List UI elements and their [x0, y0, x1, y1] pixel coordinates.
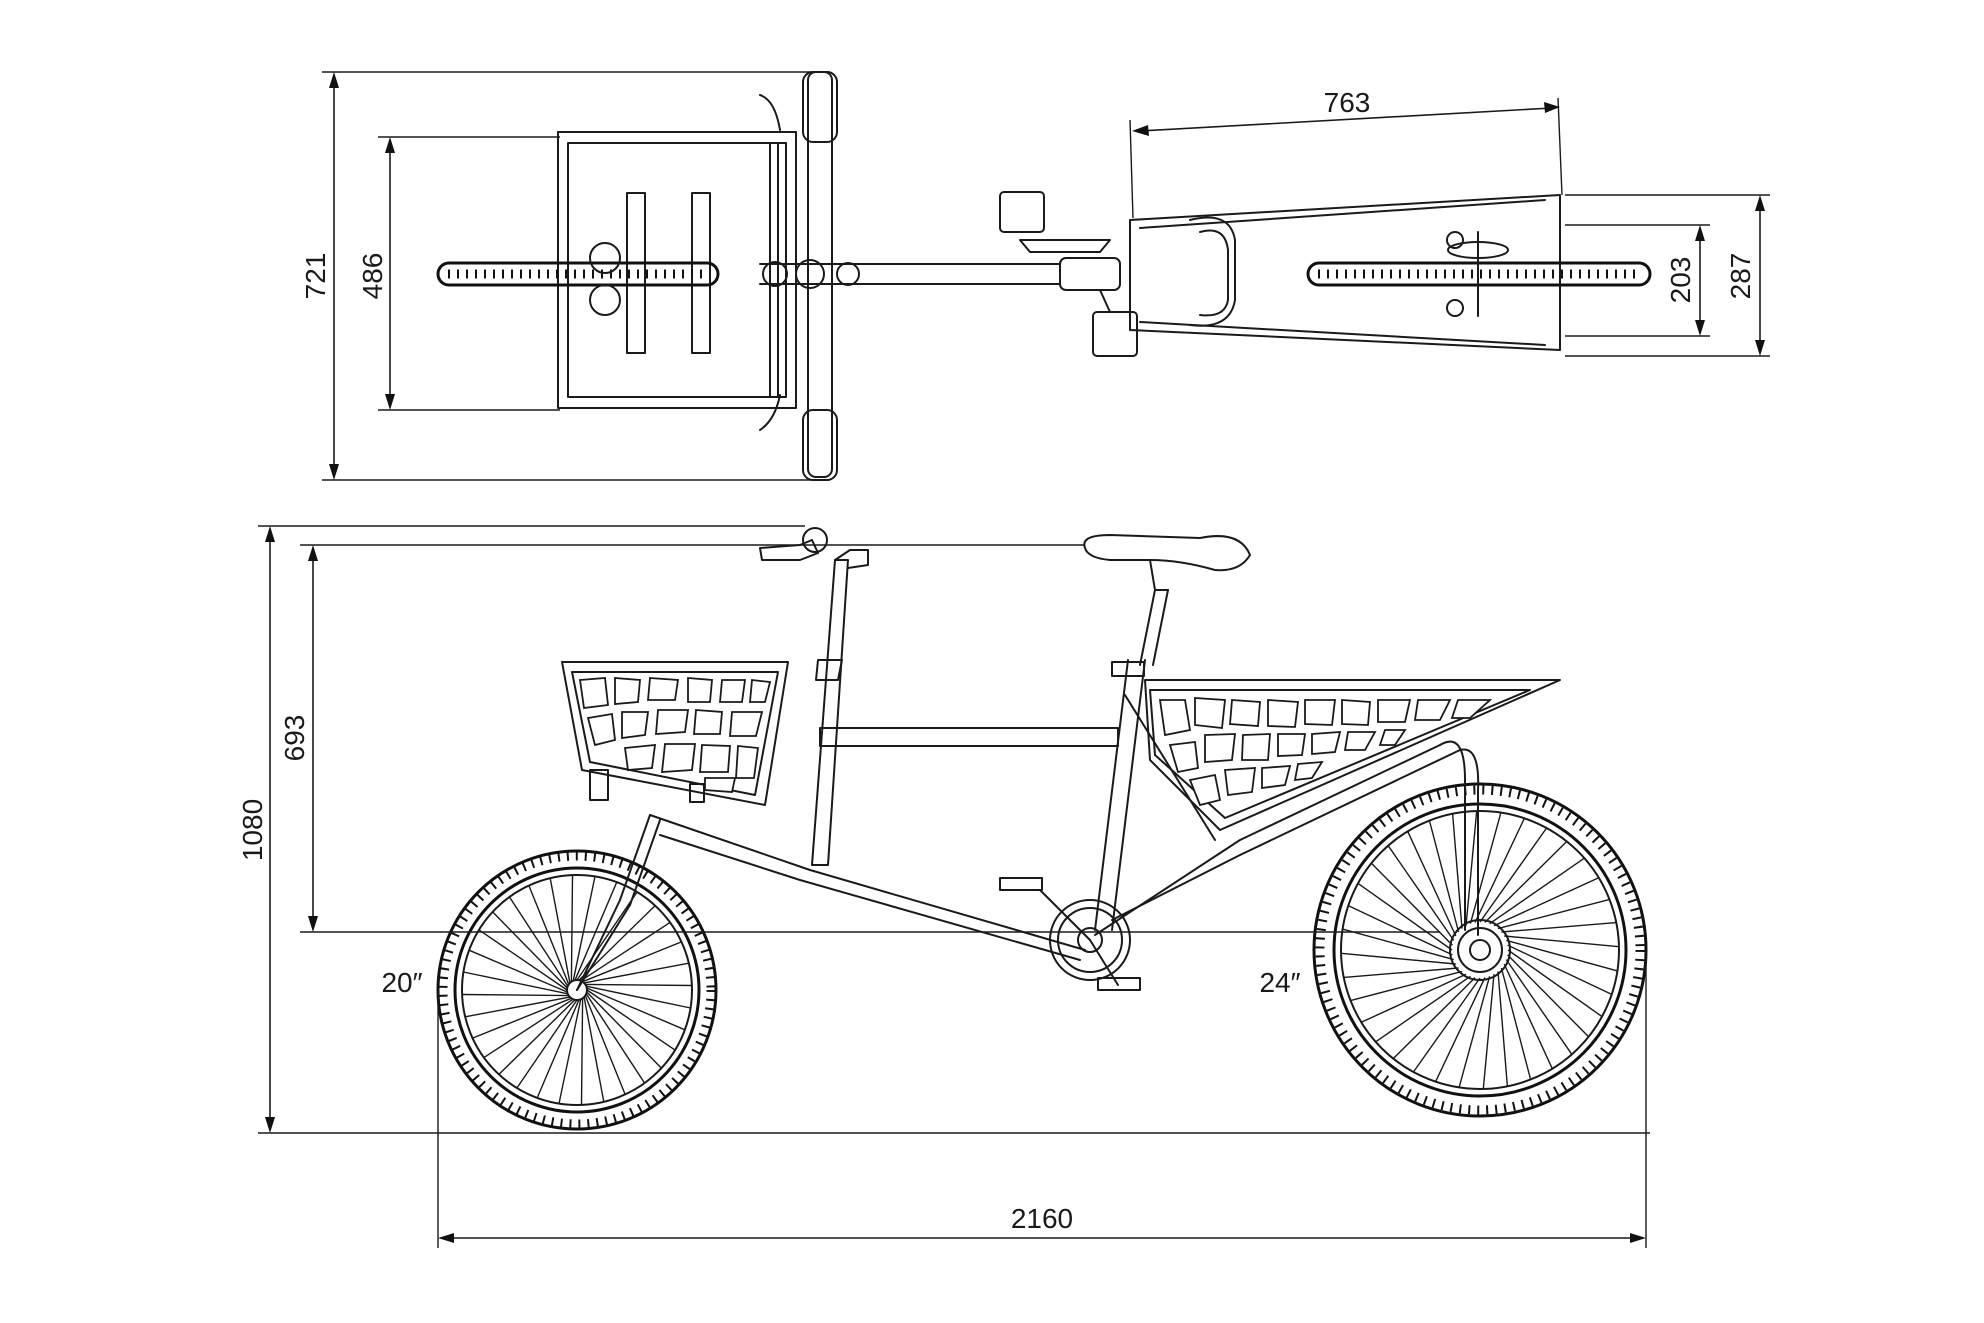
wheel-spoke [1465, 810, 1478, 926]
side-rear-wheel [1312, 782, 1648, 1118]
wheel-spoke [1361, 973, 1467, 1023]
top-view [436, 71, 1652, 481]
wheel-spoke [1474, 818, 1526, 923]
label-rear-wheel-size: 24″ [1259, 967, 1300, 998]
label-seat-height: 693 [279, 715, 310, 762]
label-overall-height: 1080 [237, 799, 268, 861]
wheel-spoke [1340, 952, 1456, 965]
wheel-spoke [1503, 963, 1553, 1069]
wheel-spoke [468, 949, 568, 993]
wheel-spoke [586, 985, 691, 1009]
wheel-spoke [1497, 971, 1509, 1087]
wheel-spoke [462, 993, 569, 997]
wheel-spoke [1497, 898, 1610, 930]
side-front-basket [561, 661, 789, 806]
wheel-spoke [585, 983, 692, 987]
wheel-spoke [558, 999, 582, 1104]
wheel-spoke [508, 896, 569, 987]
wheel-spoke [463, 971, 568, 995]
side-rear-rack [1144, 679, 1561, 831]
wheel-spoke [528, 885, 570, 985]
top-front-wheel [436, 242, 720, 316]
wheel-spoke [582, 941, 682, 983]
wheel-spoke [1392, 977, 1476, 1060]
top-handlebar [759, 71, 838, 481]
wheel-spoke [1484, 840, 1568, 923]
wheel-spoke [1500, 967, 1532, 1080]
wheel-spoke [586, 991, 662, 1069]
top-pedals [999, 191, 1138, 357]
wheel-spoke [583, 996, 605, 1102]
wheel-spoke [1507, 944, 1612, 996]
wheel-spoke [1479, 827, 1548, 923]
wheel-spoke [583, 962, 689, 984]
wheel-spoke [1387, 845, 1455, 941]
wheel-spoke [1451, 813, 1463, 929]
wheel-spoke [1434, 977, 1486, 1082]
side-view [436, 527, 1648, 1131]
top-rear-wheel [1306, 231, 1652, 317]
wheel-spoke [1489, 857, 1585, 925]
wheel-spoke [478, 929, 568, 991]
wheel-spoke [498, 999, 576, 1075]
side-handlebar [759, 527, 869, 569]
label-overall-width: 721 [300, 253, 331, 300]
wheel-spoke [585, 993, 646, 1084]
wheel-spoke [574, 881, 618, 981]
wheel-spoke [1482, 974, 1495, 1090]
wheel-spoke [465, 996, 571, 1018]
wheel-spoke [1506, 939, 1618, 972]
wheel-spoke [1343, 967, 1459, 979]
label-rear-length: 763 [1324, 87, 1371, 118]
wheel-spoke [536, 999, 580, 1099]
wheel-spoke [1342, 928, 1454, 961]
wheel-spoke [1458, 976, 1491, 1088]
wheel-spoke [1407, 831, 1457, 937]
label-overall-length: 2160 [1011, 1203, 1073, 1234]
label-front-wheel-size: 20″ [381, 967, 422, 998]
wheel-spoke [586, 987, 686, 1031]
wheel-spoke [1505, 959, 1573, 1055]
label-basket-width: 486 [357, 253, 388, 300]
wheel-spoke [1428, 820, 1460, 933]
wheel-spoke [472, 997, 572, 1039]
wheel-spoke [1370, 862, 1453, 946]
wheel-spoke [572, 876, 596, 981]
wheel-spoke [1350, 970, 1463, 1002]
wheel-spoke [1348, 904, 1453, 956]
wheel-spoke [492, 911, 568, 989]
dimension-lines [258, 71, 1770, 1248]
wheel-spoke [1501, 921, 1617, 933]
wheel-spoke [1507, 949, 1603, 1018]
wheel-spoke [483, 998, 574, 1059]
wheel-spoke [1469, 812, 1502, 924]
label-rear-outer-width: 287 [1725, 253, 1756, 300]
top-frame-tube [759, 259, 1061, 289]
side-saddle [1083, 534, 1251, 591]
wheel-spoke [580, 998, 584, 1105]
wheel-spoke [584, 995, 626, 1095]
side-crankset [999, 877, 1141, 991]
wheel-spoke [586, 989, 676, 1051]
wheel-spoke [516, 999, 578, 1089]
wheel-spoke [1507, 954, 1590, 1038]
label-rear-inner-width: 203 [1665, 257, 1696, 304]
wheel-spoke [1504, 935, 1620, 948]
wheel-spoke [576, 891, 638, 981]
wheel-spoke [570, 875, 574, 982]
dimension-labels: 721 486 763 203 287 1080 693 2160 20″ 24… [237, 87, 1756, 1234]
wheel-spoke [1412, 977, 1481, 1073]
side-front-wheel [436, 849, 718, 1131]
wheel-spoke [1375, 975, 1471, 1043]
wheel-spoke [1357, 882, 1453, 951]
wheel-spoke [1493, 877, 1599, 927]
side-frame [576, 559, 1480, 991]
top-rear-frame [1129, 194, 1561, 351]
wheel-spoke [549, 878, 571, 984]
